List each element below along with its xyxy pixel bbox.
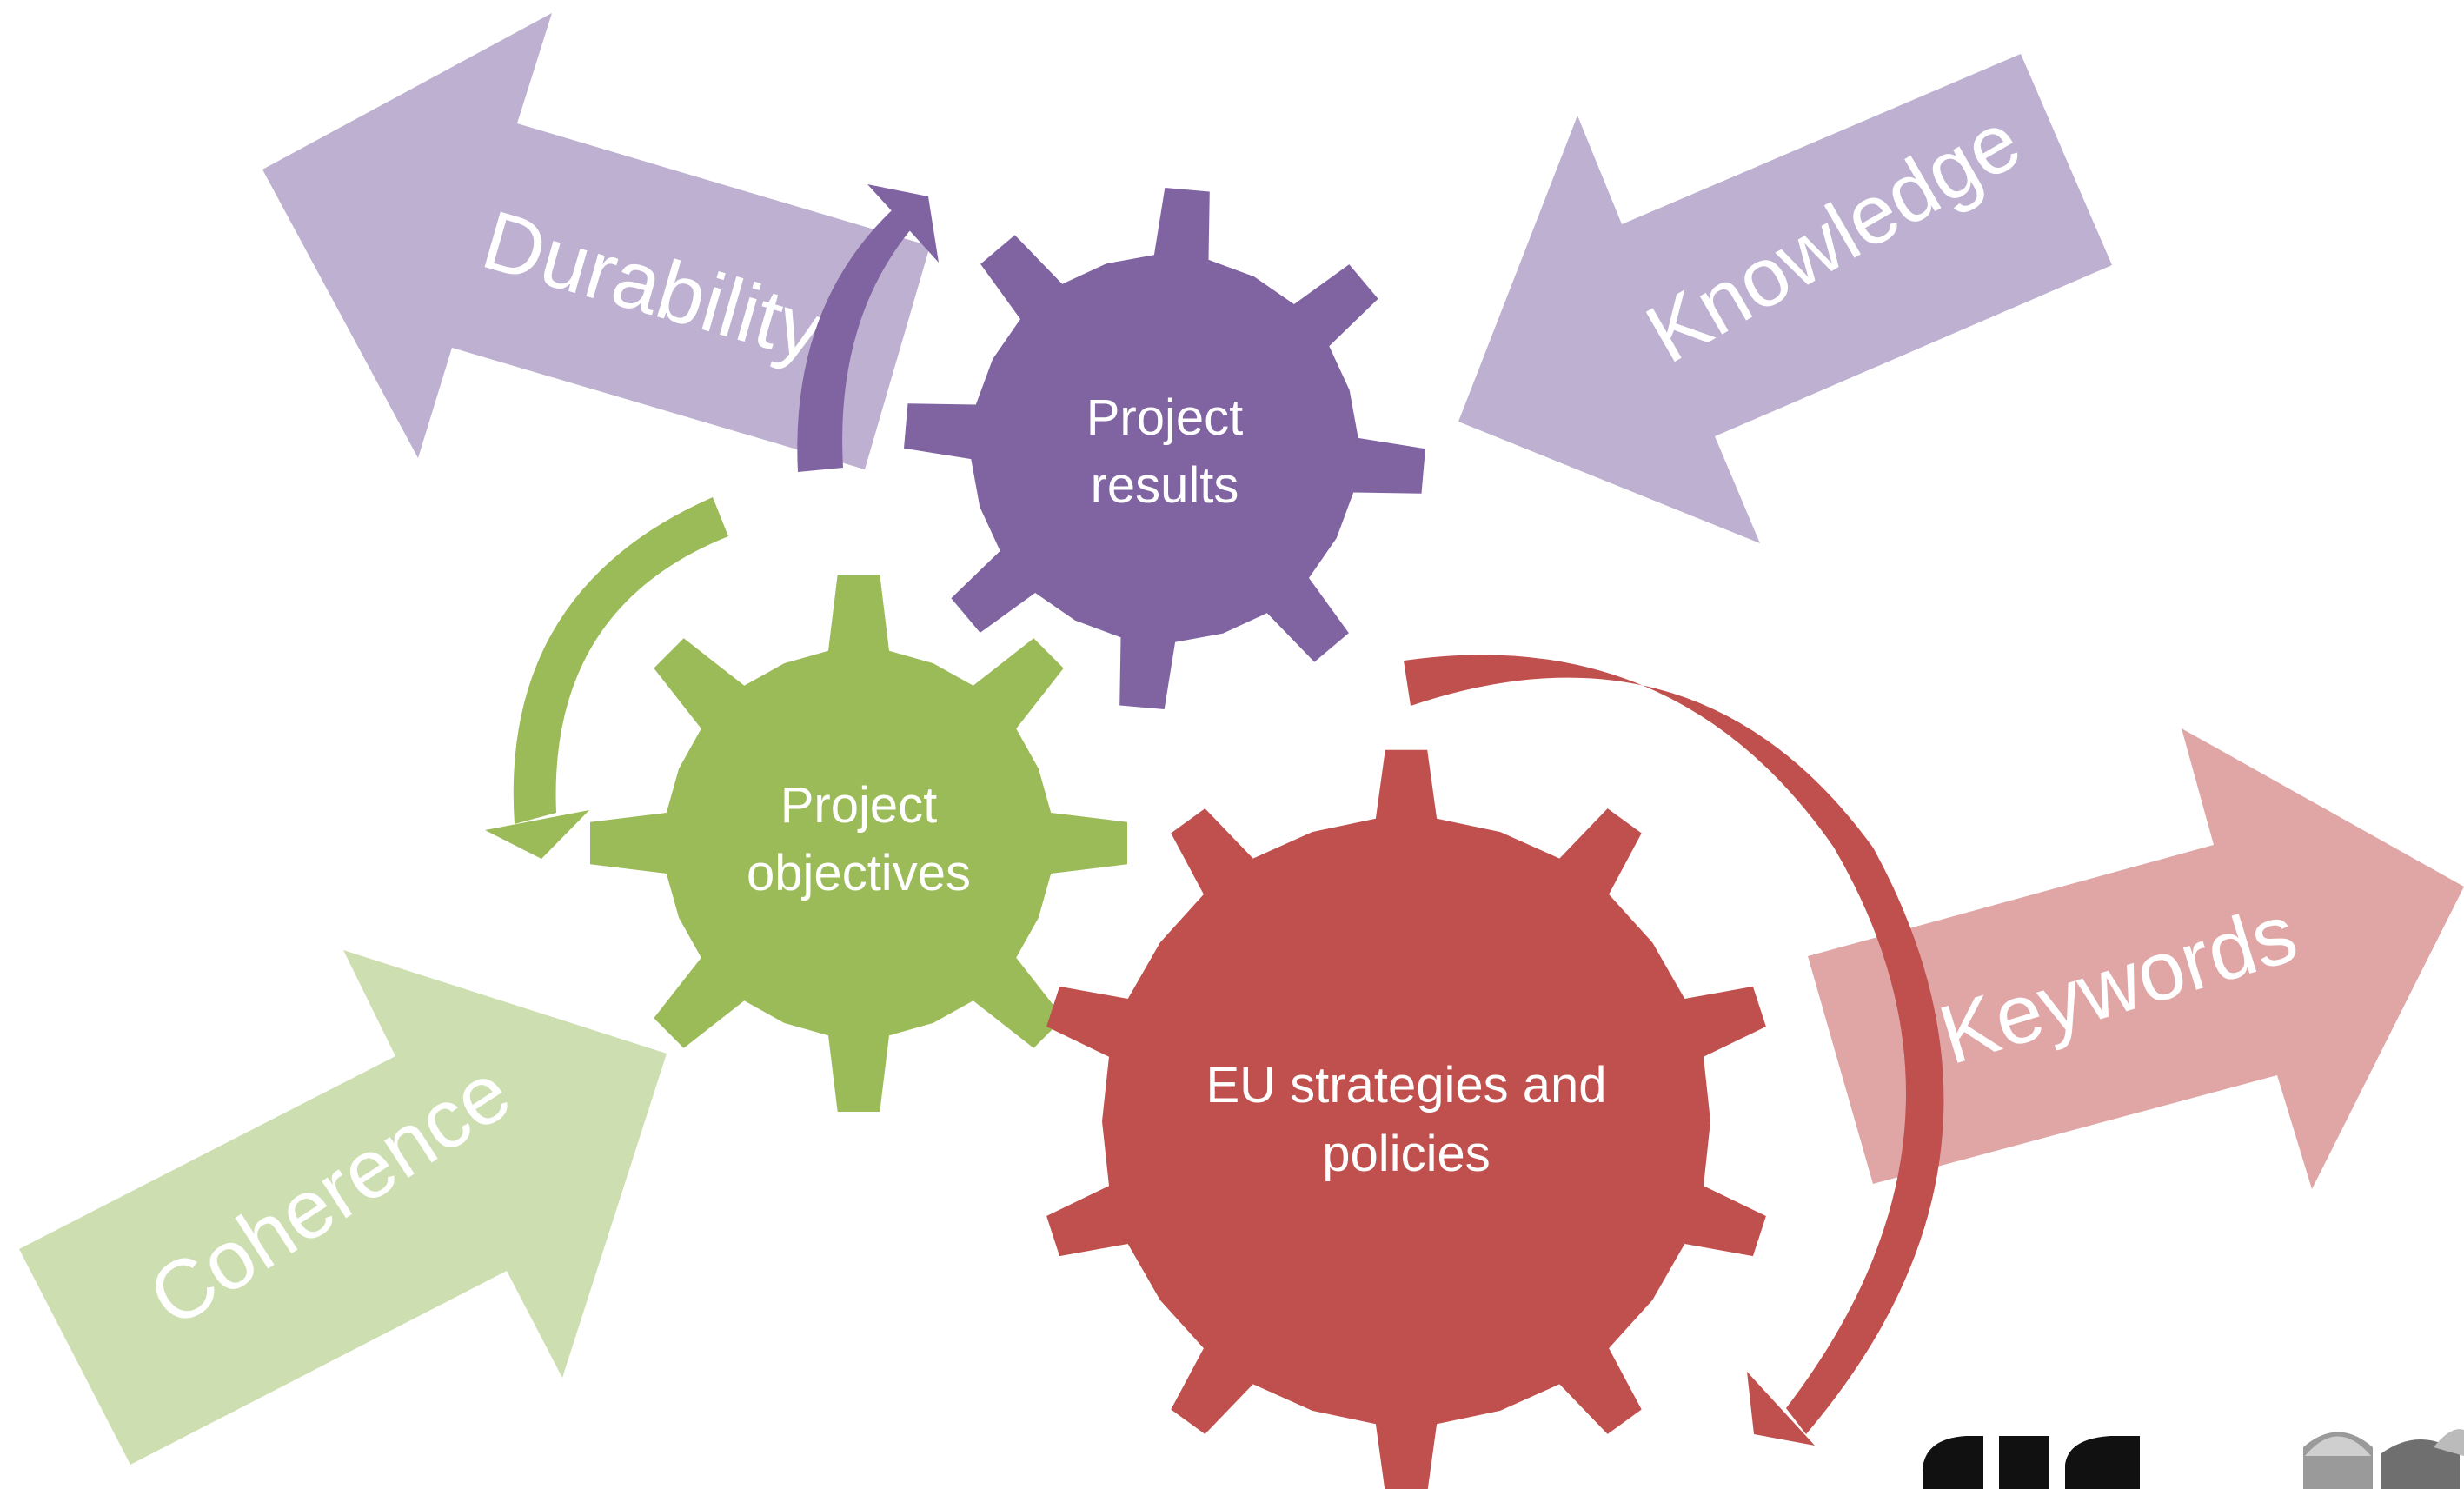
project-objectives-label-line1: Project: [780, 777, 938, 834]
gear-objectives-shape: [590, 575, 1127, 1112]
partner-logo: [1923, 1429, 2464, 1489]
eu-strategies-gear: [1046, 749, 1766, 1489]
keywords-arrow: [1808, 728, 2464, 1189]
knowledge-arrow: [1458, 54, 2112, 543]
red-curved-arrow: [1404, 655, 1944, 1446]
purple-curved-arrow: [797, 184, 939, 472]
project-results-label-line2: results: [1091, 457, 1239, 514]
coherence-arrow: [19, 950, 667, 1465]
eu-strategies-label-line2: policies: [1322, 1126, 1490, 1182]
project-results-label-line1: Project: [1086, 389, 1244, 446]
project-objectives-label-line2: objectives: [747, 845, 971, 901]
gear-results-shape: [904, 188, 1425, 709]
eu-strategies-label-line1: EU strategies and: [1205, 1057, 1606, 1113]
project-objectives-gear: [590, 575, 1127, 1112]
project-results-gear: [904, 188, 1425, 709]
hardhat-worker-icon: [2303, 1429, 2464, 1489]
green-curved-arrow: [485, 497, 728, 859]
gear-eu-shape: [1046, 749, 1766, 1489]
durability-arrow: [262, 13, 930, 469]
